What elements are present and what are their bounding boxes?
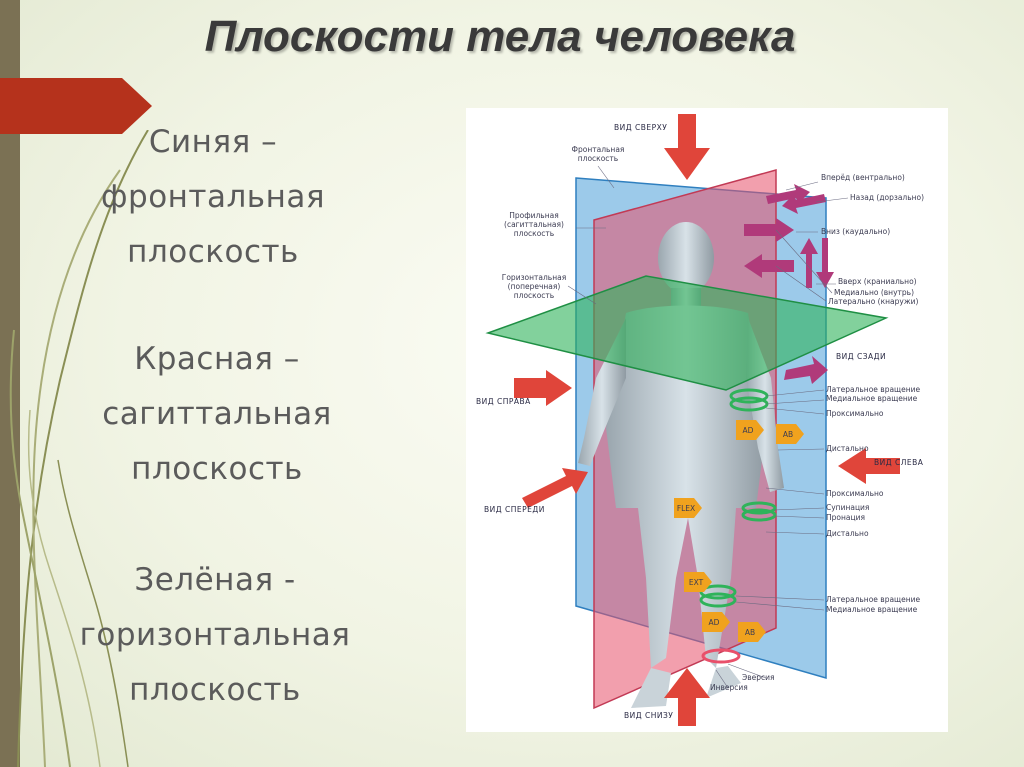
bullet-frontal: Синяя – фронтальная плоскость [48, 115, 378, 280]
label-medial-rotation-1: Медиальное вращение [826, 394, 918, 403]
bullet-frontal-line-2: фронтальная [101, 179, 325, 215]
motion-markers: AD AB FLEX EXT AD AB [674, 388, 804, 664]
body-planes-svg: AD AB FLEX EXT AD AB [476, 114, 924, 726]
label-sagittal-2: (сагиттальная) [504, 220, 564, 229]
bullet-horizontal: Зелёная - горизонтальная плоскость [50, 553, 380, 718]
bullet-frontal-line-3: плоскость [127, 234, 299, 270]
arrow-left-icon [838, 448, 900, 484]
tag-ab-2: AB [745, 628, 755, 637]
label-horizontal-2: (поперечная) [508, 282, 561, 291]
label-back: Назад (дорзально) [850, 193, 924, 202]
bullet-frontal-line-1: Синяя – [148, 124, 278, 160]
label-sagittal-3: плоскость [514, 229, 554, 238]
label-inversion: Инверсия [710, 683, 748, 692]
horizontal-plane [485, 275, 889, 391]
bullet-horizontal-line-3: плоскость [129, 672, 301, 708]
label-view-front: ВИД СПЕРЕДИ [484, 505, 545, 514]
bullet-horizontal-line-1: Зелёная - [134, 562, 296, 598]
label-frontal-1: Фронтальная [572, 145, 625, 154]
label-horizontal-1: Горизонтальная [502, 273, 566, 282]
label-distal-2: Дистально [826, 529, 869, 538]
label-view-bottom: ВИД СНИЗУ [624, 711, 673, 720]
label-down: Вниз (каудально) [821, 227, 890, 236]
grass-decoration [9, 130, 149, 767]
label-view-left: ВИД СЛЕВА [874, 458, 924, 467]
arrow-lateral-icon [744, 254, 794, 278]
label-frontal-2: плоскость [578, 154, 618, 163]
label-lateral-rotation-1: Латеральное вращение [826, 385, 921, 394]
label-medial-rotation-2: Медиальное вращение [826, 605, 918, 614]
arrow-down-icon [664, 114, 710, 180]
arrow-back-view-icon [784, 356, 828, 384]
label-up: Вверх (краниально) [838, 277, 917, 286]
tag-flex-1: FLEX [677, 504, 695, 513]
label-view-right: ВИД СПРАВА [476, 397, 531, 406]
tag-ab-1: AB [783, 430, 793, 439]
body-planes-figure: AD AB FLEX EXT AD AB [466, 108, 948, 732]
label-view-top: ВИД СВЕРХУ [614, 123, 667, 132]
view-arrows [514, 114, 900, 726]
label-forward: Вперёд (вентрально) [821, 173, 905, 182]
label-pronation: Пронация [826, 513, 865, 522]
label-eversion: Эверсия [742, 673, 775, 682]
bullet-sagittal-line-1: Красная – [134, 341, 300, 377]
arrow-vertical-up-icon [800, 238, 818, 288]
label-supination: Супинация [826, 503, 869, 512]
arrow-diagonal-icon [522, 468, 588, 508]
bullet-sagittal-line-3: плоскость [131, 451, 303, 487]
label-sagittal-1: Профильная [509, 211, 559, 220]
bullet-sagittal: Красная – сагиттальная плоскость [52, 332, 382, 497]
bullet-sagittal-line-2: сагиттальная [102, 396, 332, 432]
arrow-right-icon [514, 370, 572, 406]
tag-ad-2: AD [709, 618, 720, 627]
label-distal-1: Дистально [826, 444, 869, 453]
leader-lines [567, 165, 849, 689]
label-proximal-2: Проксимально [826, 489, 884, 498]
label-medial: Медиально (внутрь) [834, 288, 914, 297]
bullet-horizontal-line-2: горизонтальная [79, 617, 351, 653]
direction-arrows [744, 184, 834, 384]
tag-ext-1: EXT [689, 578, 704, 587]
label-view-back: ВИД СЗАДИ [836, 352, 886, 361]
label-lateral: Латерально (кнаружи) [828, 297, 918, 306]
label-horizontal-3: плоскость [514, 291, 554, 300]
label-lateral-rotation-2: Латеральное вращение [826, 595, 921, 604]
arrow-back-icon [782, 194, 826, 214]
tag-ad-1: AD [743, 426, 754, 435]
arrow-forward-icon [766, 184, 810, 204]
label-proximal-1: Проксимально [826, 409, 884, 418]
arrow-up-icon [664, 668, 710, 726]
accent-tab [0, 78, 152, 134]
page-title: Плоскости тела человека [204, 12, 796, 61]
arrow-vertical-down-icon [816, 238, 834, 288]
